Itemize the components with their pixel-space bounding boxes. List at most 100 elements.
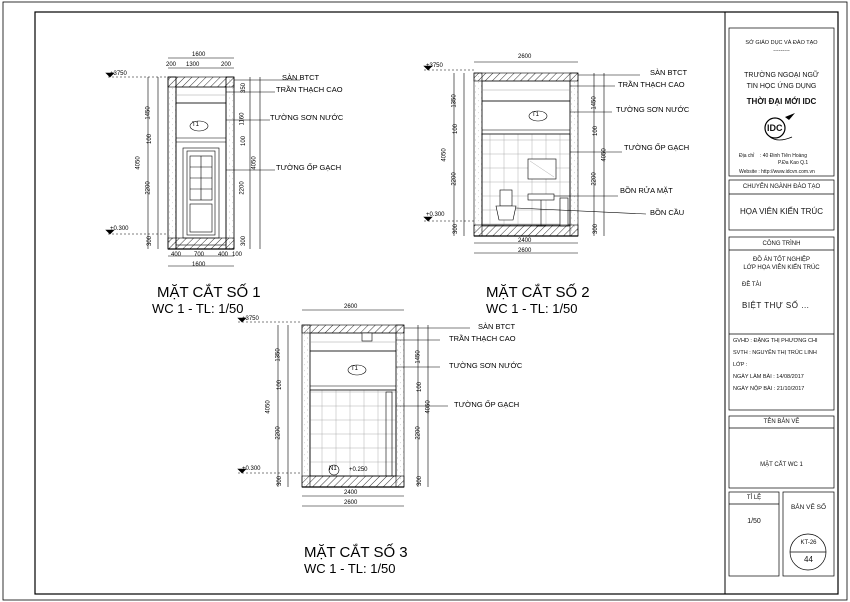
s1-right-dim-e: 300: [241, 235, 248, 247]
s2-left-dim-d: 300: [453, 223, 460, 235]
s3-top-dim: 2600: [344, 304, 358, 310]
s1-subtitle: WC 1 - TL: 1/50: [152, 301, 244, 316]
tb-sheet-number: 44: [804, 555, 813, 564]
s1-top-dim-total: 1600: [192, 52, 206, 58]
s2-left-dim-b: 100: [453, 123, 460, 135]
s2-level-floor: +0.300: [426, 212, 445, 218]
tb-drawing-name-label: TÊN BẢN VẼ: [763, 419, 800, 425]
s3-label-tran-thach-cao: TRẦN THẠCH CAO: [449, 334, 516, 343]
s3-right-dim-d: 300: [417, 475, 424, 487]
s1-label-tran-thach-cao: TRẦN THẠCH CAO: [276, 85, 343, 94]
s2-right-dim-d: 300: [593, 223, 600, 235]
section-3-drawing: [237, 309, 470, 507]
s3-right-dim-b: 100: [417, 381, 424, 393]
tb-project-line2: LỚP HỌA VIÊN KIẾN TRÚC: [743, 265, 820, 271]
s2-label-tuong-son-nuoc: TƯỜNG SƠN NƯỚC: [616, 105, 690, 114]
tb-project-line1: ĐỒ ÁN TỐT NGHIỆP: [752, 257, 811, 263]
tb-major-label: CHUYÊN NGÀNH ĐÀO TẠO: [742, 184, 821, 190]
tb-sheet-label: BẢN VẼ SỐ: [790, 504, 827, 511]
tb-svth: SVTH : NGUYỄN THỊ TRÚC LINH: [733, 350, 817, 356]
inner-frame: [34, 11, 839, 595]
section-1-drawing: [105, 57, 300, 267]
s3-tag: T1: [351, 366, 359, 372]
s3-left-dim-b: 100: [277, 379, 284, 391]
s1-label-tuong-son-nuoc: TƯỜNG SƠN NƯỚC: [270, 113, 344, 122]
s2-title: MẶT CẮT SỐ 2: [486, 284, 590, 301]
tb-gvhd: GVHD : ĐẶNG THỊ PHƯƠNG CHI: [733, 338, 818, 344]
s3-bottom-dim-total: 2600: [344, 500, 358, 506]
tb-topic-value: BIỆT THỰ SỐ ...: [742, 301, 810, 310]
tb-logo-text: IDC: [767, 123, 783, 133]
section-2-drawing: [423, 61, 647, 254]
s3-left-dim-d: 300: [277, 475, 284, 487]
s2-left-dim-total: 4050: [441, 148, 448, 162]
tb-project-label: CÔNG TRÌNH: [762, 241, 801, 247]
s2-level-top: +3750: [426, 63, 443, 69]
s1-left-dim-d: 300: [147, 235, 154, 247]
s1-level-floor: +0.300: [110, 226, 129, 232]
s1-right-dim-b: 1160: [239, 112, 246, 126]
s1-left-dim-b: 100: [147, 133, 154, 145]
s1-bottom-dim-c: 400: [218, 252, 229, 258]
s1-label-san-btct: SÀN BTCT: [282, 73, 320, 82]
s2-label-bon-rua-mat: BỒN RỬA MẶT: [620, 186, 673, 195]
s1-left-dim-a: 1450: [145, 106, 152, 120]
tb-ministry-dash: ---------: [773, 48, 790, 54]
s2-bottom-dim-total: 2600: [518, 248, 532, 254]
s1-left-dim-total: 4050: [135, 156, 142, 170]
tb-scale-value: 1/50: [747, 518, 761, 525]
s2-right-dim-b: 100: [593, 125, 600, 137]
s3-level-inner: +0.250: [349, 467, 368, 473]
tb-address-label: Địa chỉ: [739, 153, 755, 159]
s2-top-dim: 2600: [518, 54, 532, 60]
s2-tag: T1: [532, 112, 540, 118]
s2-label-tuong-op-gach: TƯỜNG ỐP GẠCH: [624, 143, 690, 152]
idc-logo: [764, 113, 795, 141]
s3-left-dim-a: 1350: [275, 348, 282, 362]
tb-school-name: THỜI ĐẠI MỚI IDC: [746, 97, 817, 106]
tb-school-line2: TIN HỌC ỨNG DỤNG: [746, 83, 817, 90]
s2-right-dim-total: 4050: [601, 148, 608, 162]
s3-level-floor: +0.300: [242, 466, 261, 472]
s1-right-dim-d: 2200: [239, 181, 246, 195]
s3-right-dim-a: 1450: [415, 350, 422, 364]
tb-scale-label: TỈ LỆ: [746, 495, 762, 501]
s3-right-dim-c: 2200: [415, 426, 422, 440]
tb-major-value: HỌA VIÊN KIẾN TRÚC: [740, 207, 823, 216]
tb-address-line2: P.Đa Kao Q.1: [778, 160, 809, 166]
s1-top-dim-a: 1300: [186, 62, 200, 68]
s1-bottom-dim-total: 1600: [192, 262, 206, 268]
s2-left-dim-c: 2200: [451, 172, 458, 186]
s3-right-dim-total: 4050: [425, 400, 432, 414]
s1-top-dim-c: 200: [166, 62, 177, 68]
s1-title: MẶT CẮT SỐ 1: [157, 284, 261, 301]
s3-title: MẶT CẮT SỐ 3: [304, 544, 408, 561]
s1-top-dim-b: 200: [221, 62, 232, 68]
tb-drawing-name: MẶT CẮT WC 1: [760, 462, 803, 468]
title-block: [728, 27, 835, 577]
s1-bottom-dim-a: 400: [171, 252, 182, 258]
s1-right-dim-c: 100: [241, 135, 248, 147]
s2-label-san-btct: SÀN BTCT: [650, 68, 688, 77]
s2-left-dim-a: 1350: [451, 94, 458, 108]
s1-bottom-dim-b: 700: [194, 252, 205, 258]
s3-level-top: +3750: [242, 316, 259, 322]
s2-label-bon-cau: BỒN CẦU: [650, 208, 685, 217]
s2-subtitle: WC 1 - TL: 1/50: [486, 301, 578, 316]
s1-label-tuong-op-gach: TƯỜNG ỐP GẠCH: [276, 163, 342, 172]
tb-lop: LỚP :: [733, 362, 748, 368]
s3-left-dim-c: 2200: [275, 426, 282, 440]
s3-subtitle: WC 1 - TL: 1/50: [304, 561, 396, 576]
tb-address-line1: : 40 Đinh Tiên Hoàng: [760, 153, 807, 159]
tb-sheet-code: KT-26: [800, 540, 817, 546]
s1-left-dim-c: 2200: [145, 181, 152, 195]
s3-bottom-dim-inner: 2400: [344, 490, 358, 496]
s3-floor-tag: N1: [329, 466, 337, 472]
s1-right-dim-a: 350: [241, 82, 248, 94]
s1-tag: T1: [192, 122, 200, 128]
s3-label-tuong-op-gach: TƯỜNG ỐP GẠCH: [454, 400, 520, 409]
s1-bottom-dim-d: 100: [232, 252, 243, 258]
s2-right-dim-a: 1450: [591, 96, 598, 110]
